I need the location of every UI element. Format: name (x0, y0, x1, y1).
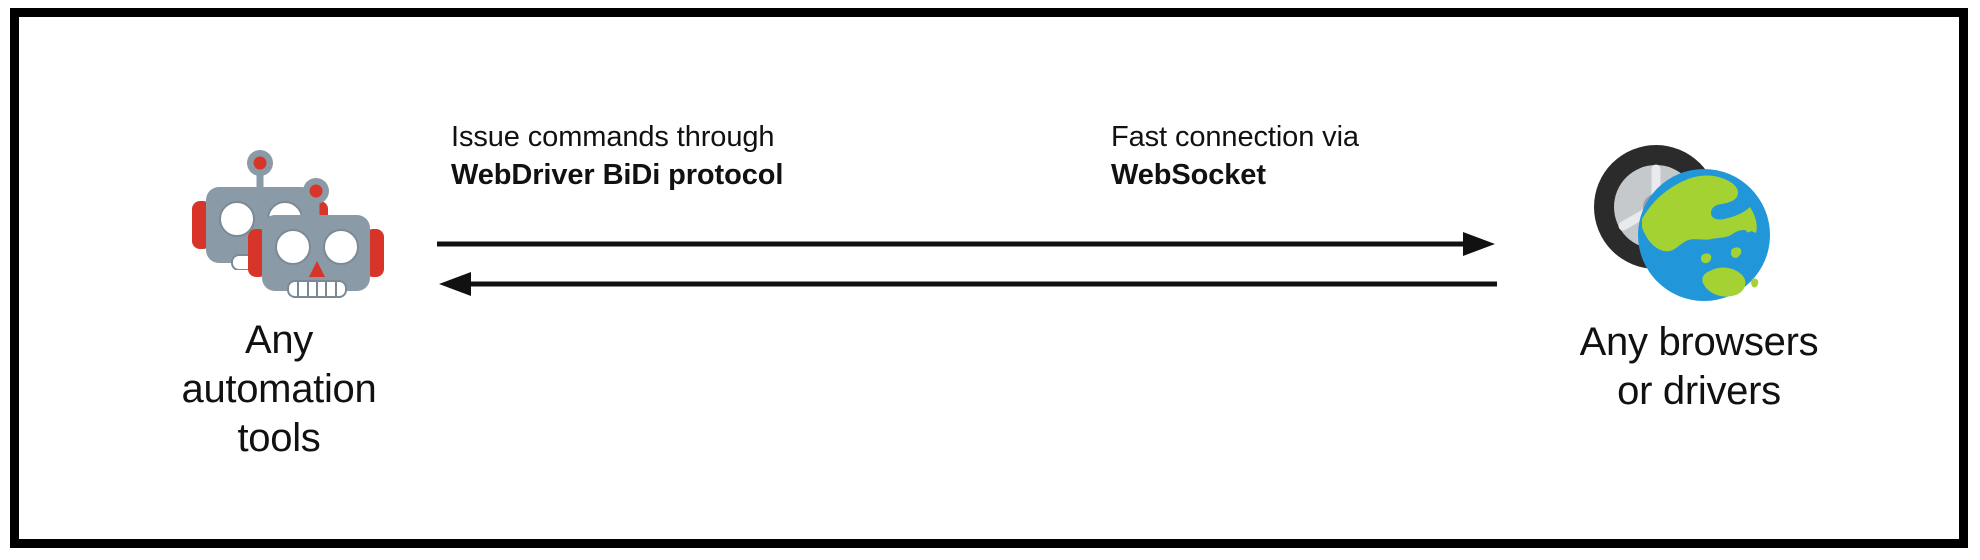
robot-pair-icon (164, 137, 394, 302)
arrow-outbound (437, 232, 1495, 256)
globe-icon (1638, 169, 1770, 301)
edge-label-inbound: Fast connection via WebSocket (1111, 119, 1359, 194)
edge-label-outbound-bold: WebDriver BiDi protocol (451, 158, 784, 191)
node-right-label-line-1: Any browsers (1579, 320, 1819, 364)
node-browsers-drivers: Any browsers or drivers (1499, 137, 1899, 416)
robot-icon-front (248, 178, 384, 298)
edge-label-outbound-plain: Issue commands through (451, 121, 775, 153)
diagram-frame: Any automation tools Issue (10, 8, 1968, 548)
edge-label-outbound: Issue commands through WebDriver BiDi pr… (451, 119, 783, 194)
node-left-label-line-3: tools (237, 415, 321, 460)
globe-and-tire-icon (1584, 137, 1814, 302)
edge-label-inbound-bold: WebSocket (1111, 158, 1266, 191)
node-automation-tools: Any automation tools (99, 137, 459, 462)
edge-label-inbound-plain: Fast connection via (1111, 121, 1359, 153)
connection-arrows (437, 232, 1497, 302)
node-left-label-line-2: automation (181, 366, 377, 411)
node-right-label-line-2: or drivers (1617, 368, 1781, 413)
arrow-inbound (439, 272, 1497, 296)
node-left-label-line-1: Any (244, 318, 313, 362)
node-browsers-drivers-label: Any browsers or drivers (1580, 318, 1819, 416)
node-automation-tools-label: Any automation tools (182, 316, 377, 462)
